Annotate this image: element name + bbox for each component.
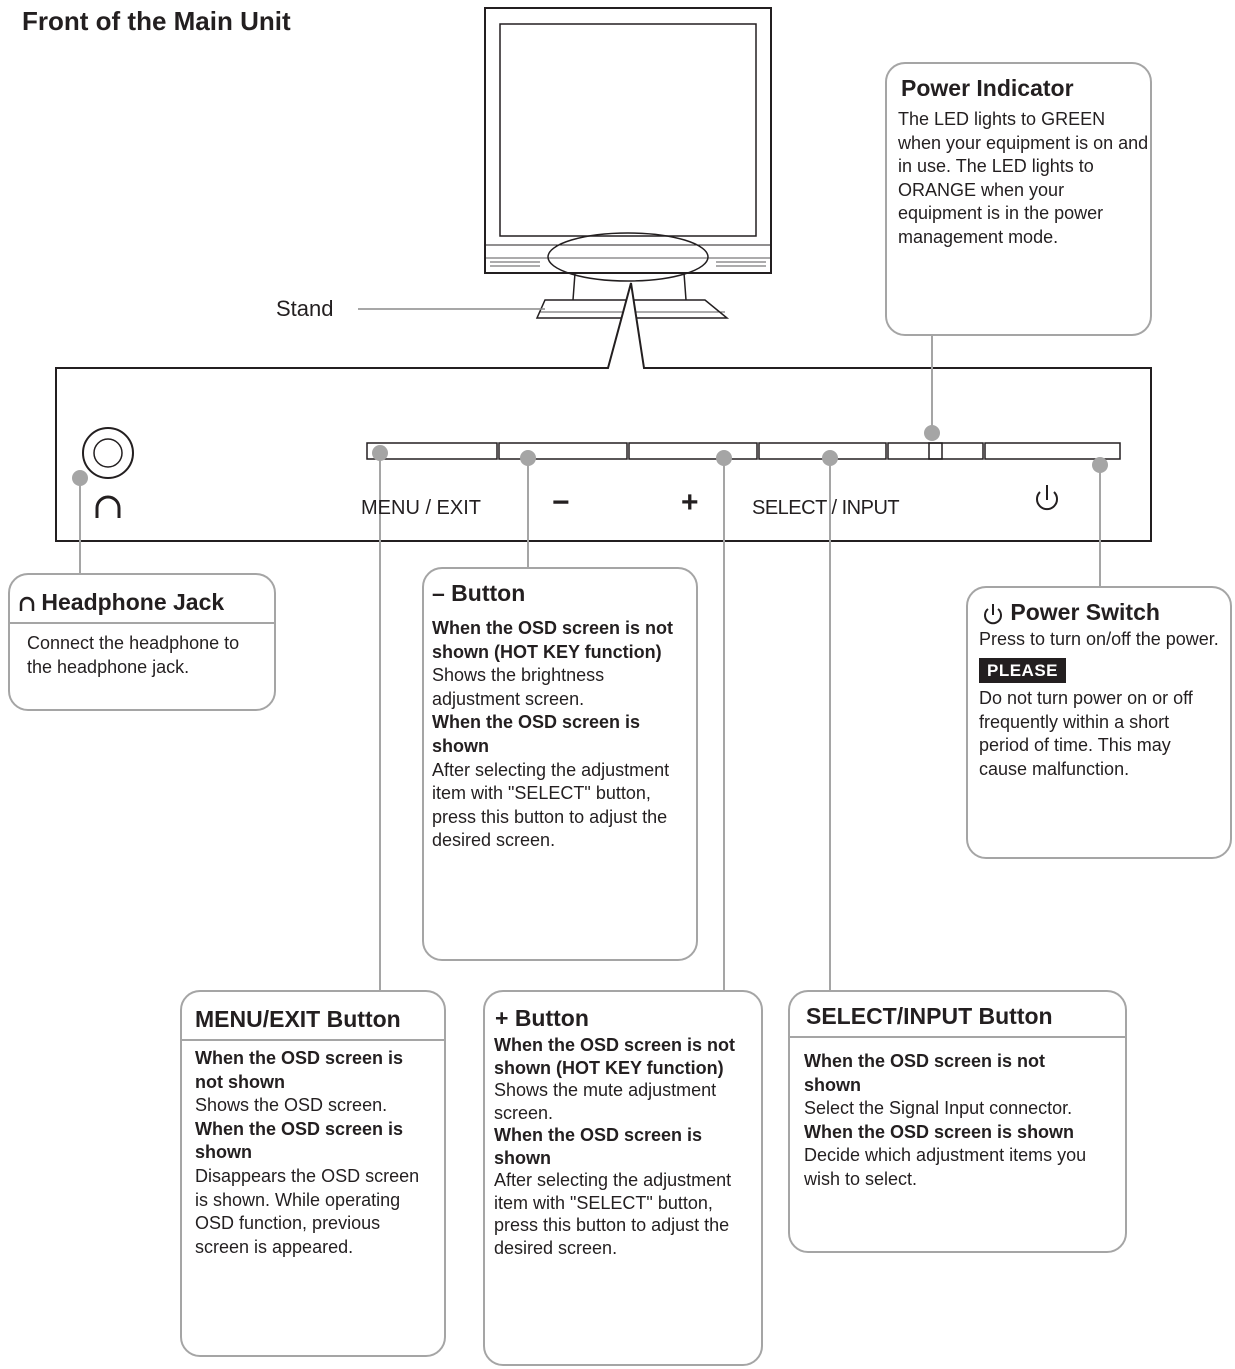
menu-sub-shown: When the OSD screen is shown [195,1118,404,1163]
plus-text-shown: After selecting the adjustment item with… [494,1170,732,1258]
minus-sub-shown: When the OSD screen is shown [432,712,641,756]
power-switch-note: Do not turn power on or off frequently w… [979,688,1193,779]
minus-label: − [552,486,570,519]
please-badge: PLEASE [979,657,1067,684]
minus-text-not-shown: Shows the brightness adjustment screen. [432,665,605,709]
menu-text-not-shown: Shows the OSD screen. [195,1095,388,1116]
minus-button-callout: – Button When the OSD screen is not show… [422,567,698,961]
power-icon [1036,485,1058,511]
power-indicator-callout: Power Indicator The LED lights to GREEN … [885,62,1152,336]
select-input-label: SELECT / INPUT [752,497,900,519]
menu-exit-callout: MENU/EXIT Button When the OSD screen is … [180,990,446,1357]
page-title: Front of the Main Unit [22,6,291,36]
select-text-shown: Decide which adjustment items you wish t… [804,1145,1087,1189]
power-switch-text: Press to turn on/off the power. [979,629,1219,649]
select-sub-shown: When the OSD screen is shown [804,1121,1075,1142]
plus-button-callout: + Button When the OSD screen is not show… [483,990,763,1366]
headphone-icon [19,596,35,611]
menu-text-shown: Disappears the OSD screen is shown. Whil… [195,1165,420,1257]
menu-exit-label: MENU / EXIT [361,497,482,519]
plus-button-title: + Button [495,1005,589,1031]
select-sub-not-shown: When the OSD screen is not shown [804,1051,1046,1095]
power-switch-title: Power Switch [1010,599,1160,625]
headphone-jack-callout: Headphone Jack Connect the headphone to … [8,573,276,711]
power-indicator-title: Power Indicator [901,75,1074,101]
plus-sub-not-shown: When the OSD screen is not shown (HOT KE… [494,1035,736,1078]
select-input-callout: SELECT/INPUT Button When the OSD screen … [788,990,1127,1253]
power-icon [984,603,1002,625]
select-input-title: SELECT/INPUT Button [806,1003,1053,1029]
menu-exit-title: MENU/EXIT Button [195,1006,401,1032]
menu-sub-not-shown: When the OSD screen is not shown [195,1048,404,1092]
minus-sub-not-shown: When the OSD screen is not shown (HOT KE… [432,618,674,662]
headphone-icon [95,495,121,518]
power-switch-callout: Power Switch Press to turn on/off the po… [966,586,1232,859]
plus-text-not-shown: Shows the mute adjustment screen. [494,1080,717,1123]
select-text-not-shown: Select the Signal Input connector. [804,1098,1073,1119]
plus-sub-shown: When the OSD screen is shown [494,1125,703,1168]
headphone-jack-title: Headphone Jack [41,589,225,615]
minus-text-shown: After selecting the adjustment item with… [432,759,670,851]
monitor-drawing [484,7,772,319]
plus-label: + [681,486,699,519]
power-indicator-text: The LED lights to GREEN when your equipm… [898,109,1149,247]
minus-button-title: – Button [432,580,526,606]
headphone-jack-text: Connect the headphone to the headphone j… [27,633,240,677]
front-panel [55,282,1152,542]
stand-label: Stand [276,296,334,321]
